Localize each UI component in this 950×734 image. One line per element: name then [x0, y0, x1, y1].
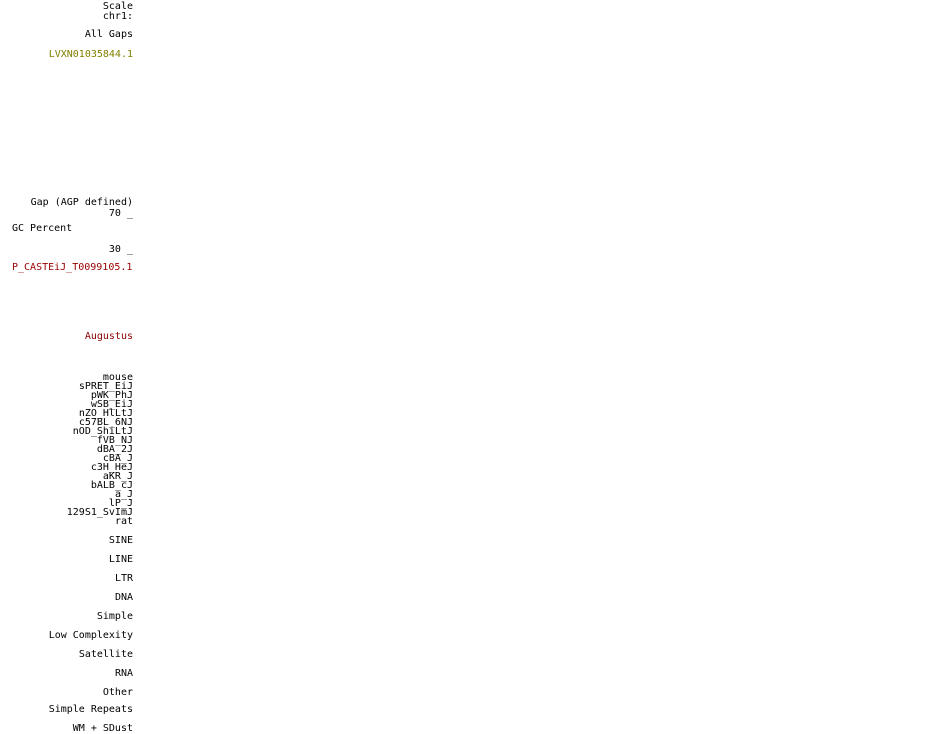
repeat-class-label[interactable]: Satellite	[78, 649, 133, 660]
repeat-class-label[interactable]: LTR	[114, 573, 133, 584]
strain-track-label[interactable]: lP_J	[108, 498, 133, 509]
repeat-class-label[interactable]: SINE	[108, 535, 133, 546]
scale-track-label[interactable]: Scale	[102, 1, 133, 12]
transcript-item-label[interactable]: P_CASTEiJ_T0099105.1	[12, 262, 133, 273]
strain-track-label[interactable]: pWK_PhJ	[90, 390, 133, 401]
repeat-class-label[interactable]: DNA	[114, 592, 133, 603]
repeat-class-labels: SINE LINE LTR DNA Simple Low Complexity …	[49, 531, 133, 702]
strain-track-label[interactable]: aKR_J	[102, 471, 133, 482]
strain-track-label[interactable]: cBA_J	[102, 453, 133, 464]
track-label-all-gaps[interactable]: All Gaps	[84, 29, 133, 40]
strain-track-label[interactable]: bALB_cJ	[90, 480, 133, 491]
track-label-gc-percent[interactable]: GC Percent	[12, 223, 73, 234]
strain-track-label[interactable]: wSB_EiJ	[90, 399, 133, 410]
strain-track-label[interactable]: nZO_HlLtJ	[78, 408, 133, 419]
repeat-class-label[interactable]: Low Complexity	[48, 630, 133, 641]
strain-track-label[interactable]: sPRET_EiJ	[78, 381, 133, 392]
strain-track-label[interactable]: mouse	[102, 372, 133, 383]
gc-percent-lower-limit: 30 _	[108, 244, 133, 255]
strain-track-label[interactable]: c3H_HeJ	[90, 462, 133, 473]
repeat-class-label[interactable]: Simple	[96, 611, 133, 622]
repeat-class-label[interactable]: RNA	[114, 668, 133, 679]
strain-track-label[interactable]: nOD_ShiLtJ	[72, 426, 133, 437]
track-label-windowmasker[interactable]: WM + SDust	[72, 723, 133, 734]
track-label-augustus[interactable]: Augustus	[84, 331, 133, 342]
strain-track-label[interactable]: fVB_NJ	[96, 435, 133, 446]
track-label-gap-agp[interactable]: Gap (AGP defined)	[30, 197, 133, 208]
assembly-contig-item-label[interactable]: LVXN01035844.1	[48, 49, 133, 60]
repeat-class-label[interactable]: Other	[102, 687, 133, 698]
strain-track-labels: mouse sPRET_EiJ pWK_PhJ wSB_EiJ nZO_HlLt…	[66, 372, 133, 527]
track-label-simple-repeats[interactable]: Simple Repeats	[48, 704, 133, 715]
strain-track-label[interactable]: rat	[114, 516, 133, 527]
strain-track-label[interactable]: 129S1_SvImJ	[66, 507, 133, 518]
strain-track-label[interactable]: a_J	[114, 489, 133, 500]
gc-percent-upper-limit: 70 _	[108, 208, 133, 219]
strain-track-label[interactable]: c57BL_6NJ	[78, 417, 133, 428]
position-label: chr1:	[102, 11, 133, 22]
strain-track-label[interactable]: dBA_2J	[96, 444, 133, 455]
repeat-class-label[interactable]: LINE	[108, 554, 133, 565]
